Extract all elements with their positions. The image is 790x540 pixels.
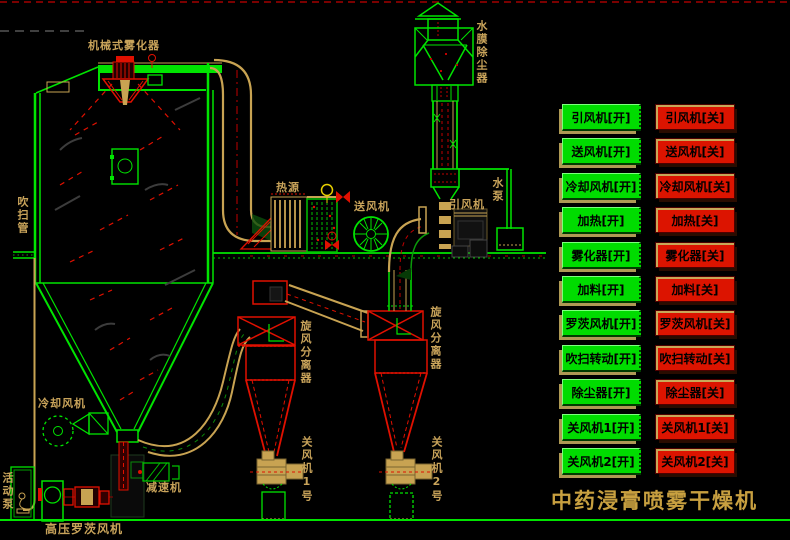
upper-floor-line: [213, 252, 546, 259]
water-pump-unit: [458, 168, 524, 251]
flow-streaks: [54, 97, 201, 361]
cyclone2-to-idfan-elbow: [387, 206, 430, 280]
border-dashes: [0, 1, 790, 32]
rotary-valve-1-off-button[interactable]: 关风机1[关]: [655, 414, 735, 440]
water-film-dust-collector: [414, 2, 474, 200]
roots-blower-off-button[interactable]: 罗茨风机[关]: [655, 310, 735, 336]
purge-rotation-on-button[interactable]: 吹扫转动[开]: [562, 345, 641, 372]
dust-collector-on-button[interactable]: 除尘器[开]: [562, 379, 641, 406]
rotary-valve-1-label: 关风机1号: [300, 436, 313, 503]
cooling-fan-off-button[interactable]: 冷却风机[关]: [655, 173, 735, 199]
feeding-on-button[interactable]: 加料[开]: [562, 276, 641, 303]
inspection-window: [110, 148, 139, 185]
supply-fan: [353, 216, 389, 252]
feeding-off-button[interactable]: 加料[关]: [655, 276, 735, 302]
reducer: [138, 462, 180, 482]
atomizer-assembly: [101, 54, 163, 105]
cyclone-separator-2: [367, 270, 428, 453]
discharge-assembly: [110, 441, 145, 518]
atomizer-label: 机械式雾化器: [88, 39, 160, 52]
cone-to-cyclone-pipe: [137, 328, 251, 457]
cooling-fan-on-button[interactable]: 冷却风机[开]: [562, 173, 641, 200]
rotary-valve-2-on-button[interactable]: 关风机2[开]: [562, 448, 641, 475]
atomizer-on-button[interactable]: 雾化器[开]: [562, 242, 641, 269]
cyclone-2-label: 旋风分离器: [429, 306, 442, 371]
filter-box: [306, 196, 338, 253]
roots-blower-on-button[interactable]: 罗茨风机[开]: [562, 310, 641, 337]
supply-fan-on-button[interactable]: 送风机[开]: [562, 138, 641, 165]
cyclone1-to-cyclone2-pipe: [284, 284, 369, 338]
cyclone-1-label: 旋风分离器: [299, 320, 312, 385]
heat-source-label: 热源: [276, 181, 300, 194]
supply-fan-off-button[interactable]: 送风机[关]: [655, 138, 735, 164]
cooling-fan-label: 冷却风机: [38, 397, 86, 410]
heating-off-button[interactable]: 加热[关]: [655, 207, 735, 233]
roots-blower-label: 高压罗茨风机: [45, 522, 124, 536]
dust-collector-off-button[interactable]: 除尘器[关]: [655, 379, 735, 405]
rotary-valve-1-on-button[interactable]: 关风机1[开]: [562, 414, 641, 441]
mobile-pump-label: 活动泵: [1, 472, 14, 511]
purge-pipe-label: 吹扫管: [16, 196, 29, 235]
induced-draft-fan-label: 引风机: [449, 198, 485, 211]
atomizer-off-button[interactable]: 雾化器[关]: [655, 242, 735, 268]
reducer-label: 减速机: [146, 481, 182, 494]
drying-chamber: [33, 62, 222, 443]
rotary-valve-2: [379, 450, 434, 521]
supply-fan-label: 送风机: [354, 200, 390, 213]
mobile-pump: [10, 466, 35, 521]
induced-draft-fan-off-button[interactable]: 引风机[关]: [655, 104, 735, 130]
rotary-valve-1: [250, 450, 305, 521]
rotary-valve-2-off-button[interactable]: 关风机2[关]: [655, 448, 735, 474]
purge-rotation-off-button[interactable]: 吹扫转动[关]: [655, 345, 735, 371]
heating-on-button[interactable]: 加热[开]: [562, 207, 641, 234]
roots-blower: [38, 480, 113, 522]
cyclone-separator-1: [237, 280, 296, 457]
purge-pipe: [13, 251, 36, 511]
machine-title: 中药浸膏喷雾干燥机: [551, 489, 758, 513]
dust-collector-label: 水膜除尘器: [475, 20, 488, 85]
hot-air-duct: [209, 58, 273, 243]
rotary-valve-2-label: 关风机2号: [430, 436, 443, 503]
induced-draft-fan-unit: [439, 202, 488, 258]
water-pump-label: 水泵: [491, 177, 504, 203]
induced-draft-fan-on-button[interactable]: 引风机[开]: [562, 104, 641, 131]
heater: [239, 193, 308, 252]
pipeline-valves: [320, 183, 350, 250]
spray-pattern: [59, 83, 187, 401]
cooling-fan: [42, 412, 109, 447]
